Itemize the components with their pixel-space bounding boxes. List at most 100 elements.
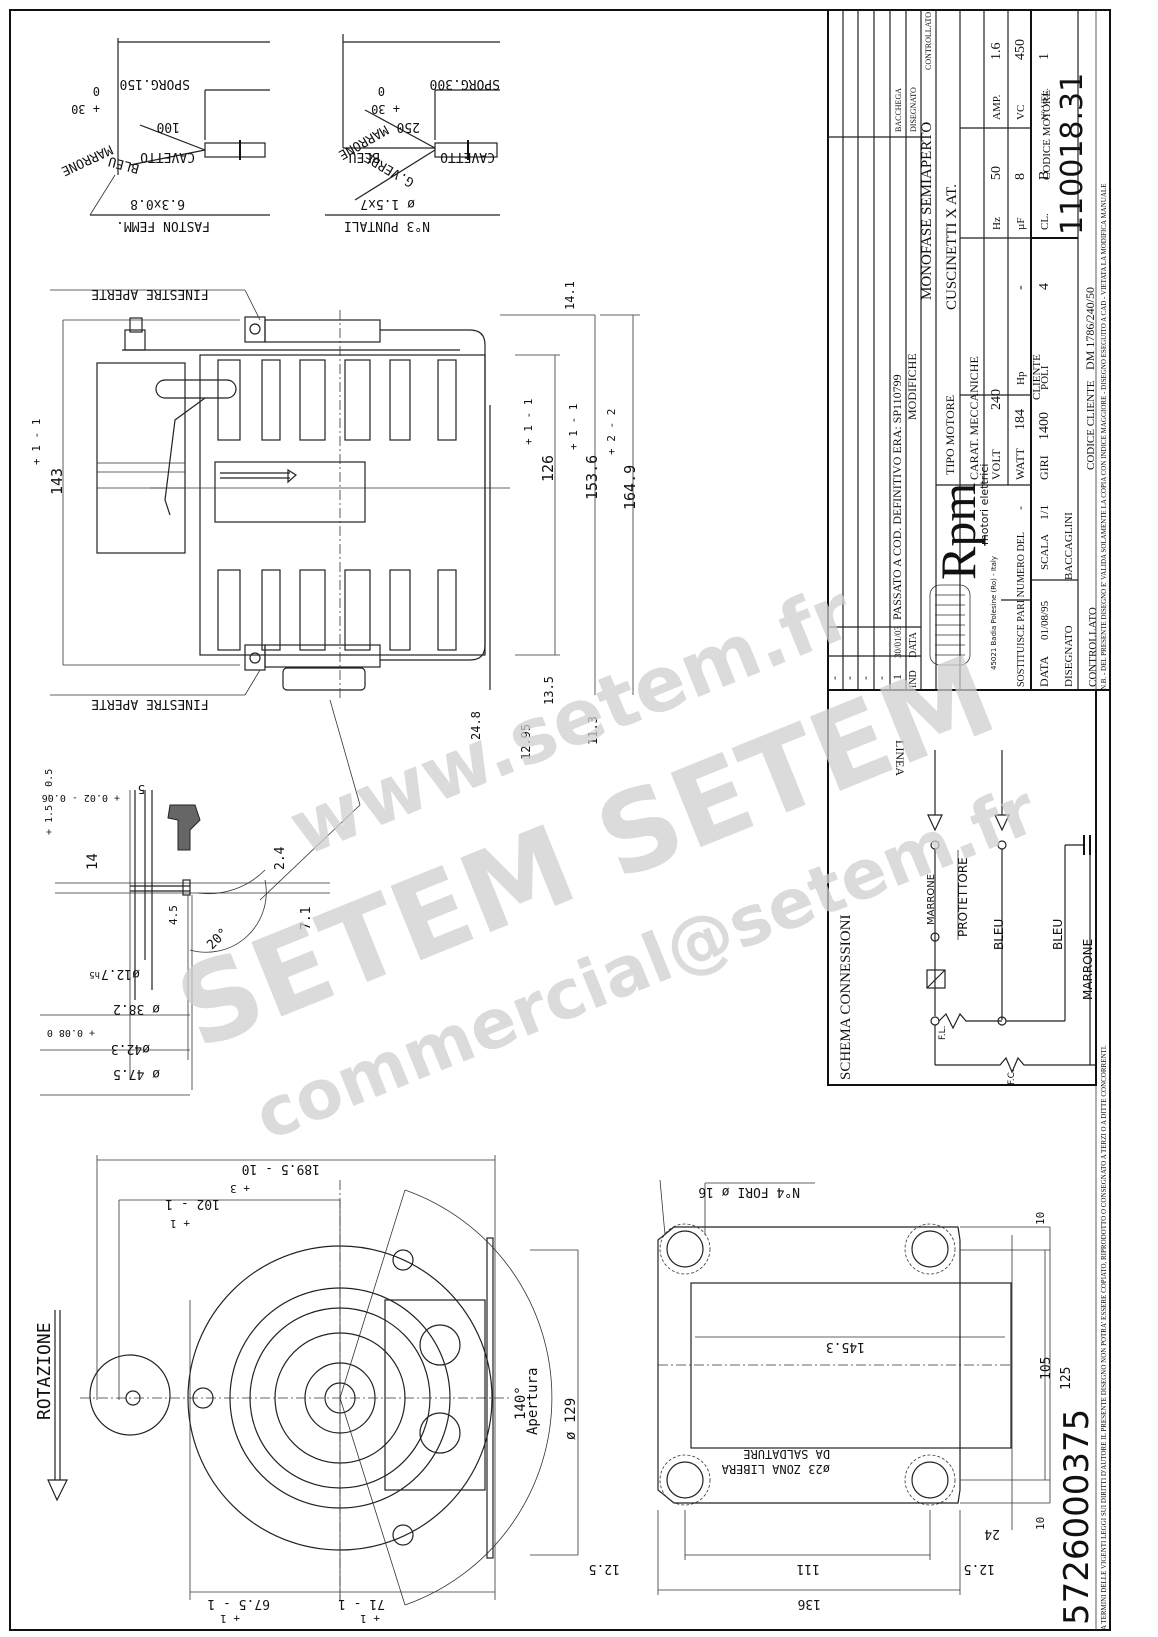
dim-2-4: 2.4: [273, 846, 288, 870]
front-view-dims: ROTAZIONE 189.5 - 10 + 3 102 - 1 + 1 67.…: [34, 1161, 579, 1625]
dim-126: 126: [539, 455, 557, 482]
puntali-tol-minus: 0: [378, 84, 385, 98]
fc-label: F.C.: [1007, 1069, 1017, 1085]
uf-value: 8: [1013, 173, 1028, 180]
apertura-label: Apertura: [525, 1368, 541, 1435]
hz-value: 50: [989, 166, 1004, 180]
rotazione-label: ROTAZIONE: [34, 1322, 55, 1420]
hp-value: -: [1013, 285, 1028, 290]
puntali-wire-bleu: BLEU: [349, 149, 380, 164]
puntali-tol-plus: + 30: [371, 102, 400, 116]
carat-label: CARAT. MECCANICHE: [967, 356, 981, 480]
nvel-label: N° VEL.: [1040, 88, 1050, 120]
codice-motore-label: CODICE MOTORE: [1041, 90, 1053, 180]
rev-bacchega: BACCHEGA: [894, 88, 903, 132]
codice-motore-value: 110018.31: [1055, 73, 1090, 235]
rev-header-disegnato: DISEGNATO: [909, 87, 918, 132]
poli-value: 4: [1037, 283, 1052, 290]
faston-cavetto: CAVETTO: [140, 149, 195, 164]
dim-189-5-tol: + 3: [230, 1182, 250, 1195]
dim-7-1: 7.1: [299, 907, 314, 930]
dim-71: 71 - 1: [338, 1596, 385, 1611]
cl-value: B: [1037, 171, 1052, 180]
zona-libera-label: ø23 ZONA LIBERA: [721, 1462, 830, 1476]
dim-5-tol: + 0.02 - 0.06: [42, 792, 120, 803]
dim-12-5-left: 12.5: [589, 1561, 620, 1576]
volt-value: 240: [989, 389, 1004, 410]
dim-125: 125: [1059, 1367, 1074, 1390]
dim-4-tol: + 1.5 - 0.5: [44, 769, 55, 835]
cable-detail-faston: SPORG.150 + 30 0 100 CAVETTO 6.3x0.8 FAS…: [59, 38, 270, 233]
puntali-wire-gverde: G.VERDE: [362, 149, 417, 189]
dim-102: 102 - 1: [165, 1196, 220, 1211]
amp-value: 1.6: [989, 43, 1004, 61]
finestre-aperte-top: FINESTRE APERTE: [91, 286, 208, 301]
puntali-len: 250: [397, 119, 420, 134]
faston-size: 6.3x0.8: [130, 196, 185, 211]
volt-label: VOLT: [989, 448, 1003, 480]
cad-note: N.B. - DEL PRESENTE DISEGNO E' VALIDA SO…: [1100, 184, 1108, 690]
fori-label: N°4 FORI ø 16: [698, 1184, 800, 1199]
hz-label: Hz: [991, 217, 1003, 230]
dim-14: 14: [85, 853, 101, 870]
dim-143-tol: + 1 - 1: [30, 419, 43, 465]
disegnato-label: DISEGNATO: [1063, 625, 1075, 687]
cliente-label: CLIENTE: [1031, 354, 1043, 400]
rev-header-modifiche: MODIFICHE: [905, 353, 919, 420]
wiring-title: SCHEMA CONNESSIONI: [838, 915, 854, 1080]
codice-cliente-label: CODICE CLIENTE: [1085, 380, 1097, 470]
finestre-aperte-bottom: FINESTRE APERTE: [91, 696, 208, 711]
rev-date: 30/01/03: [893, 625, 903, 658]
dim-24-8: 24.8: [469, 711, 483, 740]
motor-front-view: [47, 1155, 579, 1606]
rev-ind-5: 1: [890, 674, 904, 680]
faston-wire-bleu: BLEU: [107, 153, 141, 176]
scala-label: SCALA: [1039, 534, 1051, 570]
vc-label: VC: [1015, 105, 1027, 120]
dim-189-5: 189.5 - 10: [242, 1161, 320, 1176]
cl-label: CL.: [1039, 213, 1051, 230]
tipo-motore-label: TIPO MOTORE: [943, 395, 957, 475]
watt-label: WATT: [1013, 447, 1027, 480]
uf-label: µF: [1015, 218, 1027, 230]
carat-value: CUSCINETTI X AT.: [944, 184, 960, 310]
tipo-motore-value: MONOFASE SEMIAPERTO: [919, 122, 935, 300]
protettore-label: PROTETTORE: [956, 857, 970, 937]
company-address: 45021 Badia Polesine (Ro) - Italy: [990, 556, 998, 670]
rev-header-controllato: CONTROLLATO: [924, 12, 933, 70]
dim-126-tol: + 1 - 1: [522, 399, 535, 445]
rev-ind-4: -: [874, 676, 888, 680]
dim-153-6: 153.6: [583, 455, 601, 500]
sostituisce-value: -: [1013, 506, 1027, 510]
dim-67-5-tol: + 1: [220, 1612, 240, 1625]
marrone-label: MARRONE: [926, 874, 937, 925]
dim-102-tol: + 1: [170, 1217, 190, 1230]
scala-value: 1/1: [1037, 505, 1051, 520]
dim-111: 111: [797, 1561, 820, 1576]
nvel-value: 1: [1037, 53, 1052, 60]
dim-h5: h5: [89, 969, 100, 979]
dim-d42-3: ø42.3: [111, 1041, 150, 1056]
amp-label: AMP.: [991, 94, 1003, 120]
sostituisce-label: SOSTITUISCE PARI NUMERO DEL: [1016, 532, 1027, 687]
dim-d12-7: ø12.7: [101, 966, 140, 981]
dim-d47-5: ø 47.5: [113, 1066, 160, 1081]
watt-value: 184: [1013, 409, 1028, 430]
fl-label: F.L.: [938, 1026, 948, 1040]
dim-143: 143: [48, 468, 66, 495]
base-plate-view: [657, 1179, 1051, 1595]
dim-10-top: 10: [1034, 1212, 1047, 1225]
logo-subtitle: motori elettrici: [978, 464, 991, 545]
bleu-label-1: BLEU: [992, 919, 1006, 950]
copyright-note: A TERMINI DELLE VIGENTI LEGGI SUI DIRITT…: [1100, 1045, 1108, 1630]
apertura-angle: 140°: [513, 1386, 529, 1420]
puntali-title: N°3 PUNTALI: [344, 218, 430, 233]
sheet-border: [9, 9, 1111, 1631]
controllato-label: CONTROLLATO: [1087, 607, 1099, 687]
logo-text: Rpm: [930, 483, 986, 580]
disegnato-value: BACCAGLINI: [1063, 512, 1075, 580]
company-logo: Rpm motori elettrici 45021 Badia Polesin…: [929, 464, 998, 670]
dim-71-tol: + 1: [360, 1612, 380, 1625]
rev-ind-3: -: [858, 676, 872, 680]
dim-d38-2-tol: + 0.08 0: [47, 1027, 95, 1038]
